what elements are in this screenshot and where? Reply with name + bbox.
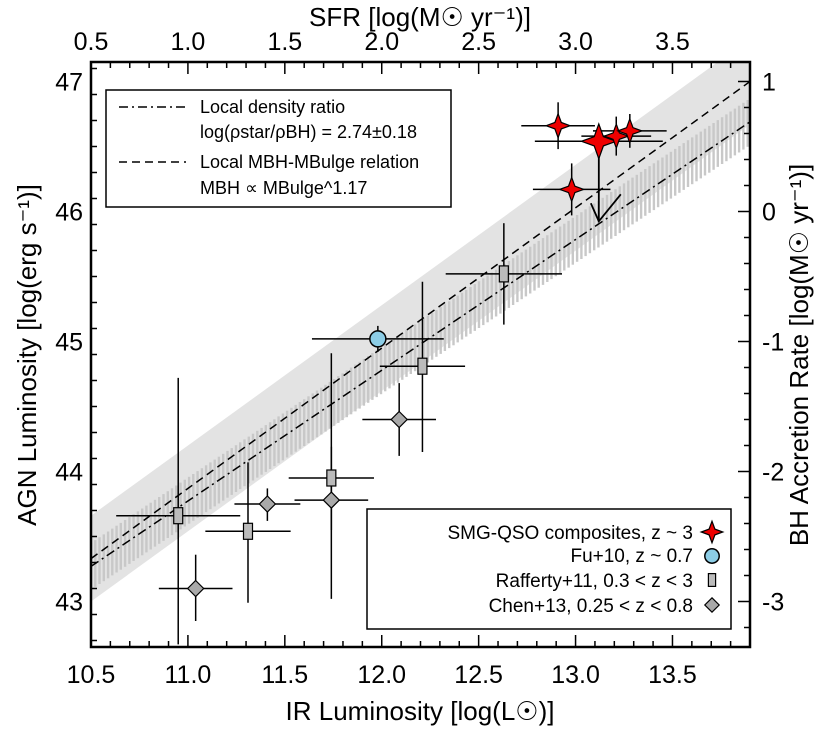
legend-marker-diamond [703,596,721,614]
marker-square [498,265,509,283]
y2-axis-label: BH Accretion Rate [log(M☉ yr⁻¹)] [784,164,814,546]
x-tick-label: 12.0 [357,661,406,689]
x-tick-label: 11.5 [261,661,308,689]
marker-square [242,522,254,540]
y2-tick-label: 1 [762,69,776,97]
x2-tick-label: 1.0 [171,28,206,56]
x-tick-label: 12.5 [454,661,503,689]
marker-square [173,507,184,525]
y2-tick-label: -2 [762,459,784,487]
x2-tick-label: 1.5 [267,28,302,56]
legend-points: SMG-QSO composites, z ~ 3 Fu+10, z ~ 0.7… [366,508,732,630]
x2-tick-label: 2.0 [364,28,399,56]
y-tick-label: 46 [55,199,83,227]
y2-tick-label: -3 [762,589,784,617]
marker-circle [369,330,387,348]
mbh-relation-line [91,80,750,560]
legend-marker-circle [704,548,720,564]
marker-star [602,122,631,150]
marker-star [616,117,644,145]
data-markers [173,111,644,598]
upper-limit-arrowhead [589,193,622,224]
y-tick-label: 43 [55,589,83,617]
marker-diamond [322,491,341,509]
legend-mbh-name: Local MBH-MBulge relation [200,152,419,172]
legend-points-box [366,508,732,630]
x2-axis-label: SFR [log(M☉ yr⁻¹)] [309,2,531,32]
x2-tick-label: 3.0 [558,28,593,56]
marker-star [579,122,618,161]
y-axis-label: AGN Luminosity [log(erg s⁻¹)] [12,184,42,526]
legend-lines-box [105,89,452,208]
axis-ticks [90,62,751,647]
x-tick-label: 13.5 [648,661,697,689]
legend-smg-label: SMG-QSO composites, z ~ 3 [448,523,694,544]
marker-star [557,175,586,204]
legend-chen-label: Chen+13, 0.25 < z < 0.8 [489,596,693,617]
y2-tick-label: -1 [762,329,784,357]
x-tick-label: 10.5 [67,661,116,689]
y-tick-label: 47 [55,69,83,97]
marker-diamond [390,410,409,429]
x2-tick-label: 2.5 [461,28,496,56]
x-tick-label: 13.0 [551,661,600,689]
marker-square [417,357,428,375]
y-tick-label: 45 [55,329,83,357]
x2-tick-label: 3.5 [655,28,690,56]
legend-mbh-formula: MBH ∝ MBulge^1.17 [200,178,367,198]
marker-square [326,469,337,487]
legend-marker-star [699,519,725,545]
legend-rafferty-label: Rafferty+11, 0.3 < z < 3 [496,571,693,592]
marker-diamond [258,495,277,513]
x-tick-label: 11.0 [165,661,212,689]
x2-tick-label: 0.5 [74,28,109,56]
y-tick-label: 44 [55,459,83,487]
mbh-relation-band [91,62,750,602]
legend-fu-label: Fu+10, z ~ 0.7 [570,546,693,567]
legend-lines: Local density ratio log(ρstar/ρBH) = 2.7… [105,89,452,208]
legend-marker-square [707,572,717,587]
legend-markers [699,519,725,614]
legend-density-formula: log(ρstar/ρBH) = 2.74±0.18 [200,122,417,142]
relation-lines [91,80,750,568]
x-axis-label: IR Luminosity [log(L☉)] [286,696,555,726]
marker-star [544,111,572,140]
marker-diamond [186,579,205,598]
legend-density-name: Local density ratio [200,97,345,117]
y2-tick-label: 0 [762,199,776,227]
